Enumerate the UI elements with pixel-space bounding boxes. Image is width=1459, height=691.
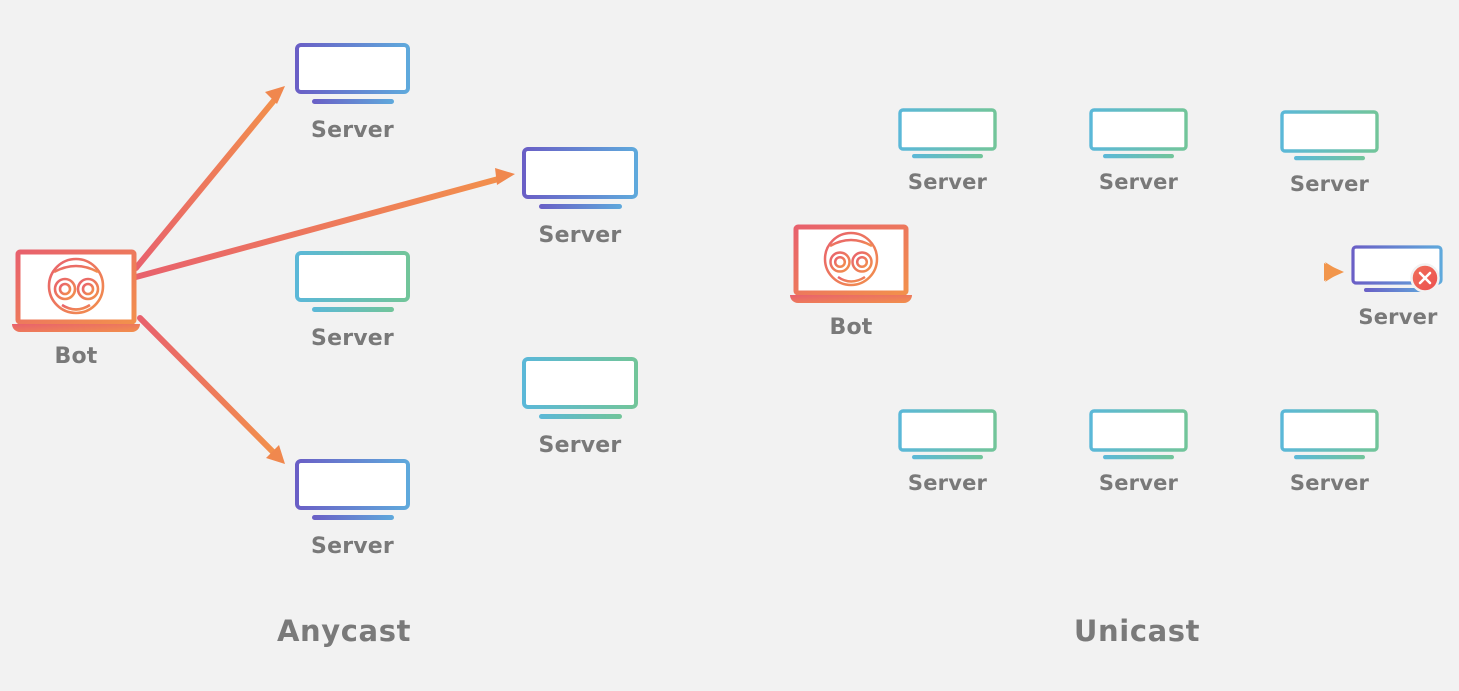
server-node-anycast-3[interactable]: Server (290, 248, 415, 351)
server-node-anycast-1[interactable]: Server (290, 40, 415, 143)
arrow-bot-to-server-unicast (898, 262, 1344, 282)
server-icon (517, 144, 643, 217)
server-label: Server (1358, 305, 1438, 329)
error-badge-icon (1410, 263, 1440, 293)
server-node-anycast-4[interactable]: Server (517, 354, 643, 458)
panel-title-anycast: Anycast (276, 614, 412, 648)
server-icon (290, 456, 415, 528)
server-node-anycast-2[interactable]: Server (517, 144, 643, 248)
server-label: Server (311, 534, 394, 559)
server-node-unicast-4[interactable]: Server (894, 407, 1001, 495)
server-label: Server (1098, 170, 1179, 194)
server-icon (1085, 407, 1192, 465)
server-icon (290, 40, 415, 112)
arrow-bot-to-server-bottom (137, 315, 285, 464)
arrow-bot-to-server-top (133, 86, 285, 271)
server-icon (894, 407, 1001, 465)
server-label: Server (907, 170, 988, 194)
server-icon (1276, 407, 1383, 465)
server-label: Server (538, 433, 622, 458)
server-node-unicast-5[interactable]: Server (1085, 407, 1192, 495)
server-label: Server (1289, 471, 1370, 495)
server-node-anycast-5[interactable]: Server (290, 456, 415, 559)
server-icon (1085, 106, 1192, 164)
server-label: Server (311, 118, 394, 143)
server-node-unicast-target[interactable]: Server (1348, 243, 1448, 329)
server-node-unicast-6[interactable]: Server (1276, 407, 1383, 495)
server-icon (290, 248, 415, 320)
bot-laptop-icon (10, 248, 142, 338)
server-label: Server (538, 223, 622, 248)
panel-title-unicast: Unicast (1073, 614, 1201, 648)
server-node-unicast-3[interactable]: Server (1276, 108, 1383, 196)
server-label: Server (1098, 471, 1179, 495)
bot-node-unicast[interactable]: Bot (788, 223, 914, 340)
server-label: Server (907, 471, 988, 495)
server-icon (1276, 108, 1383, 166)
server-node-unicast-1[interactable]: Server (894, 106, 1001, 194)
server-icon (517, 354, 643, 427)
server-icon (894, 106, 1001, 164)
server-label: Server (311, 326, 394, 351)
bot-laptop-icon (788, 223, 914, 309)
bot-label: Bot (829, 315, 873, 340)
bot-node-anycast[interactable]: Bot (10, 248, 142, 369)
server-node-unicast-2[interactable]: Server (1085, 106, 1192, 194)
bot-label: Bot (54, 344, 98, 369)
server-label: Server (1289, 172, 1370, 196)
server-icon (1348, 243, 1448, 299)
